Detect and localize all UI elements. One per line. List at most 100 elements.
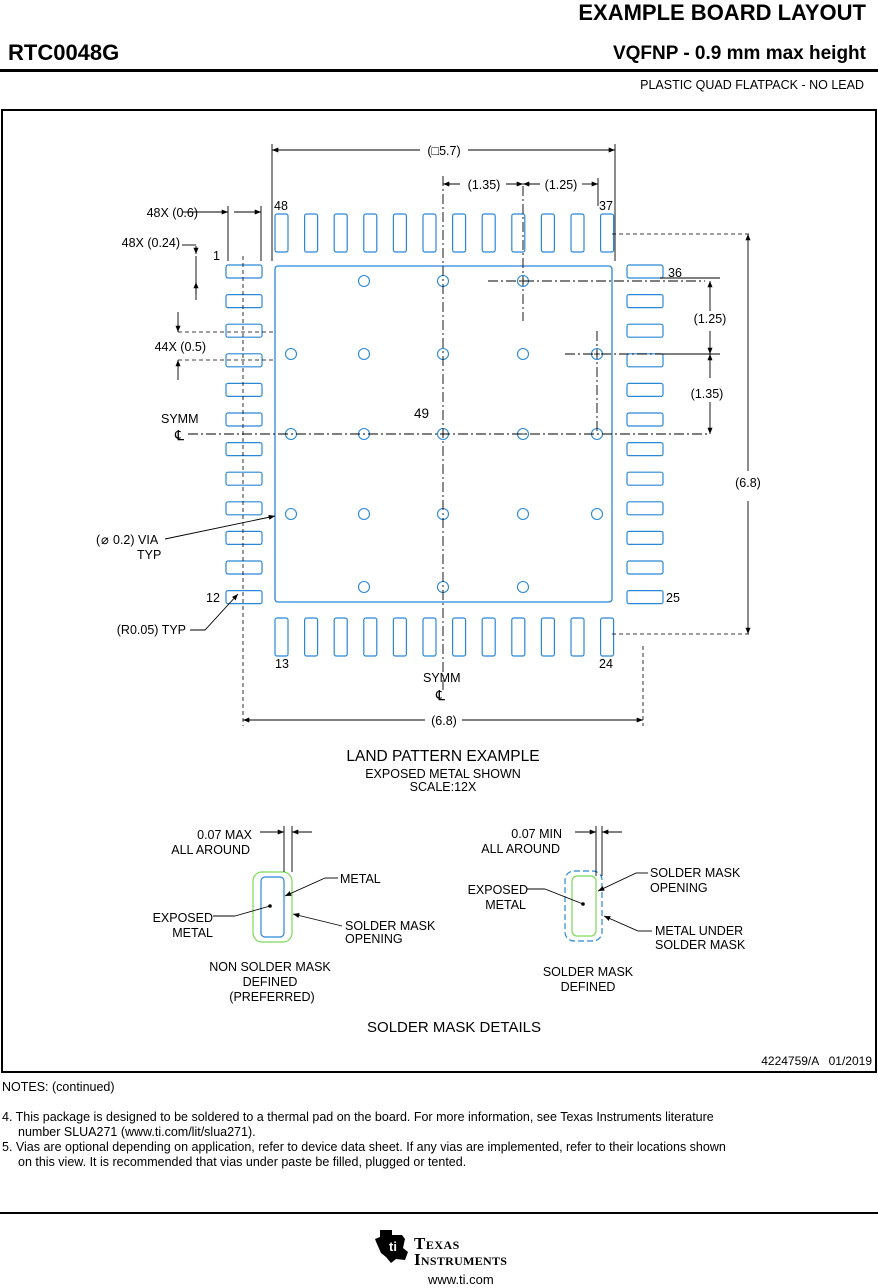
via: [357, 347, 371, 361]
pad-bottom: [452, 617, 467, 657]
via: [357, 580, 371, 594]
corner-radius-note: (R0.05) TYP: [117, 623, 186, 637]
via: [516, 507, 530, 521]
nsmd-caption-3: (PREFERRED): [229, 990, 314, 1004]
dim-via-x1-label: (1.35): [468, 178, 501, 192]
thermal-pad-label: 49: [414, 406, 429, 421]
note-5-line-1: 5. Vias are optional depending on applic…: [2, 1140, 726, 1154]
smd-caption-1: SOLDER MASK: [543, 965, 634, 979]
pad-left: [225, 590, 263, 605]
nsmd-exposed-label-1: EXPOSED: [153, 911, 213, 925]
land-pattern-scale: SCALE:12X: [410, 780, 477, 794]
pin-24-label: 24: [599, 657, 613, 671]
land-pattern-drawing: (□5.7) (1.35) (1.25) 48X (0.6) 48X (0.24…: [1, 109, 877, 1073]
dim-pad-width-label: 48X (0.24): [122, 236, 180, 250]
pad-right: [626, 471, 664, 486]
smd-exposed-label-2: METAL: [485, 898, 526, 912]
nsmd-mask-opening: [252, 871, 293, 943]
header-rule: [0, 69, 878, 72]
via-note-paren: (: [96, 533, 101, 547]
pad-top: [452, 213, 467, 253]
pad-right: [626, 353, 664, 368]
package-description: PLASTIC QUAD FLATPACK - NO LEAD: [640, 78, 864, 92]
pad-bottom: [481, 617, 496, 657]
pad-right: [626, 560, 664, 575]
pad-right: [626, 530, 664, 545]
smd-detail: [527, 826, 652, 942]
dim-pitch-label: 44X (0.5): [155, 340, 206, 354]
via: [357, 274, 371, 288]
pad-left: [225, 412, 263, 427]
document-id: 4224759/A 01/2019: [761, 1054, 872, 1068]
symm-label-left: SYMM: [161, 412, 199, 426]
pads-left: [225, 264, 263, 605]
dim-via-y1-label: (1.25): [694, 312, 727, 326]
pad-top: [511, 213, 526, 253]
pad-top: [481, 213, 496, 253]
dim-via-y2-label: (1.35): [691, 387, 724, 401]
pad-left: [225, 501, 263, 516]
dim-pad-length-label: 48X (0.6): [147, 206, 198, 220]
pad-left: [225, 442, 263, 457]
footer-rule: [0, 1212, 878, 1214]
pin-1-label: 1: [213, 249, 220, 263]
land-pattern-title: LAND PATTERN EXAMPLE: [346, 748, 539, 765]
pad-right: [626, 382, 664, 397]
pad-bottom: [363, 617, 378, 657]
via: [284, 507, 298, 521]
svg-text:ti: ti: [389, 1239, 397, 1254]
nsmd-dim-around: ALL AROUND: [171, 843, 250, 857]
pad-top: [540, 213, 556, 253]
pad-left: [225, 294, 263, 309]
smd-dim-around: ALL AROUND: [481, 842, 560, 856]
dim-via-x2-label: (1.25): [545, 178, 578, 192]
pad-bottom: [540, 617, 556, 657]
pad-bottom: [274, 617, 289, 657]
smd-mask-opening: [571, 875, 597, 937]
via: [516, 580, 530, 594]
pad-right: [626, 294, 664, 309]
pin-25-label: 25: [666, 591, 680, 605]
pad-top: [392, 213, 407, 253]
pad-top: [422, 213, 437, 253]
note-5-line-2: on this view. It is recommended that via…: [18, 1155, 467, 1169]
pin-13-label: 13: [275, 657, 289, 671]
pad-bottom: [304, 617, 319, 657]
dim-body-width-label: (□5.7): [427, 144, 460, 158]
smd-caption-2: DEFINED: [561, 980, 616, 994]
pad-right: [626, 264, 664, 279]
pad-top: [599, 213, 615, 253]
via: [590, 507, 604, 521]
pad-left: [225, 264, 263, 279]
footer-url[interactable]: www.ti.com: [428, 1272, 494, 1287]
pads-right: [626, 264, 664, 605]
part-number: RTC0048G: [8, 40, 120, 65]
pad-top: [274, 213, 289, 253]
dim-total-width-label: (6.8): [431, 714, 457, 728]
diameter-icon: ⌀: [101, 532, 109, 547]
nsmd-metal-label: METAL: [340, 872, 381, 886]
nsmd-detail: [213, 826, 343, 943]
nsmd-caption-1: NON SOLDER MASK: [209, 960, 331, 974]
smd-dim-value: 0.07 MIN: [511, 827, 562, 841]
mask-details-title: SOLDER MASK DETAILS: [367, 1019, 541, 1036]
smd-under-label-2: SOLDER MASK: [655, 938, 746, 952]
pad-bottom: [333, 617, 348, 657]
pad-top: [333, 213, 348, 253]
via-note-typ: TYP: [137, 548, 161, 562]
smd-metal-under-mask: [564, 870, 603, 942]
land-pattern-subtitle: EXPOSED METAL SHOWN: [365, 767, 521, 781]
pad-right: [626, 590, 664, 605]
smd-exposed-label-1: EXPOSED: [468, 883, 528, 897]
nsmd-metal-pad: [260, 876, 285, 938]
symm-label-bottom: SYMM: [423, 671, 461, 685]
note-4-line-1: 4. This package is designed to be solder…: [2, 1110, 714, 1124]
pad-left: [225, 560, 263, 575]
pin-48-label: 48: [274, 199, 288, 213]
via-note: 0.2) VIA: [113, 533, 159, 547]
pad-bottom: [511, 617, 526, 657]
dim-total-height-label: (6.8): [735, 476, 761, 490]
nsmd-opening-label-1: SOLDER MASK: [345, 919, 436, 933]
page-title: EXAMPLE BOARD LAYOUT: [578, 0, 866, 25]
pad-left: [225, 323, 263, 338]
